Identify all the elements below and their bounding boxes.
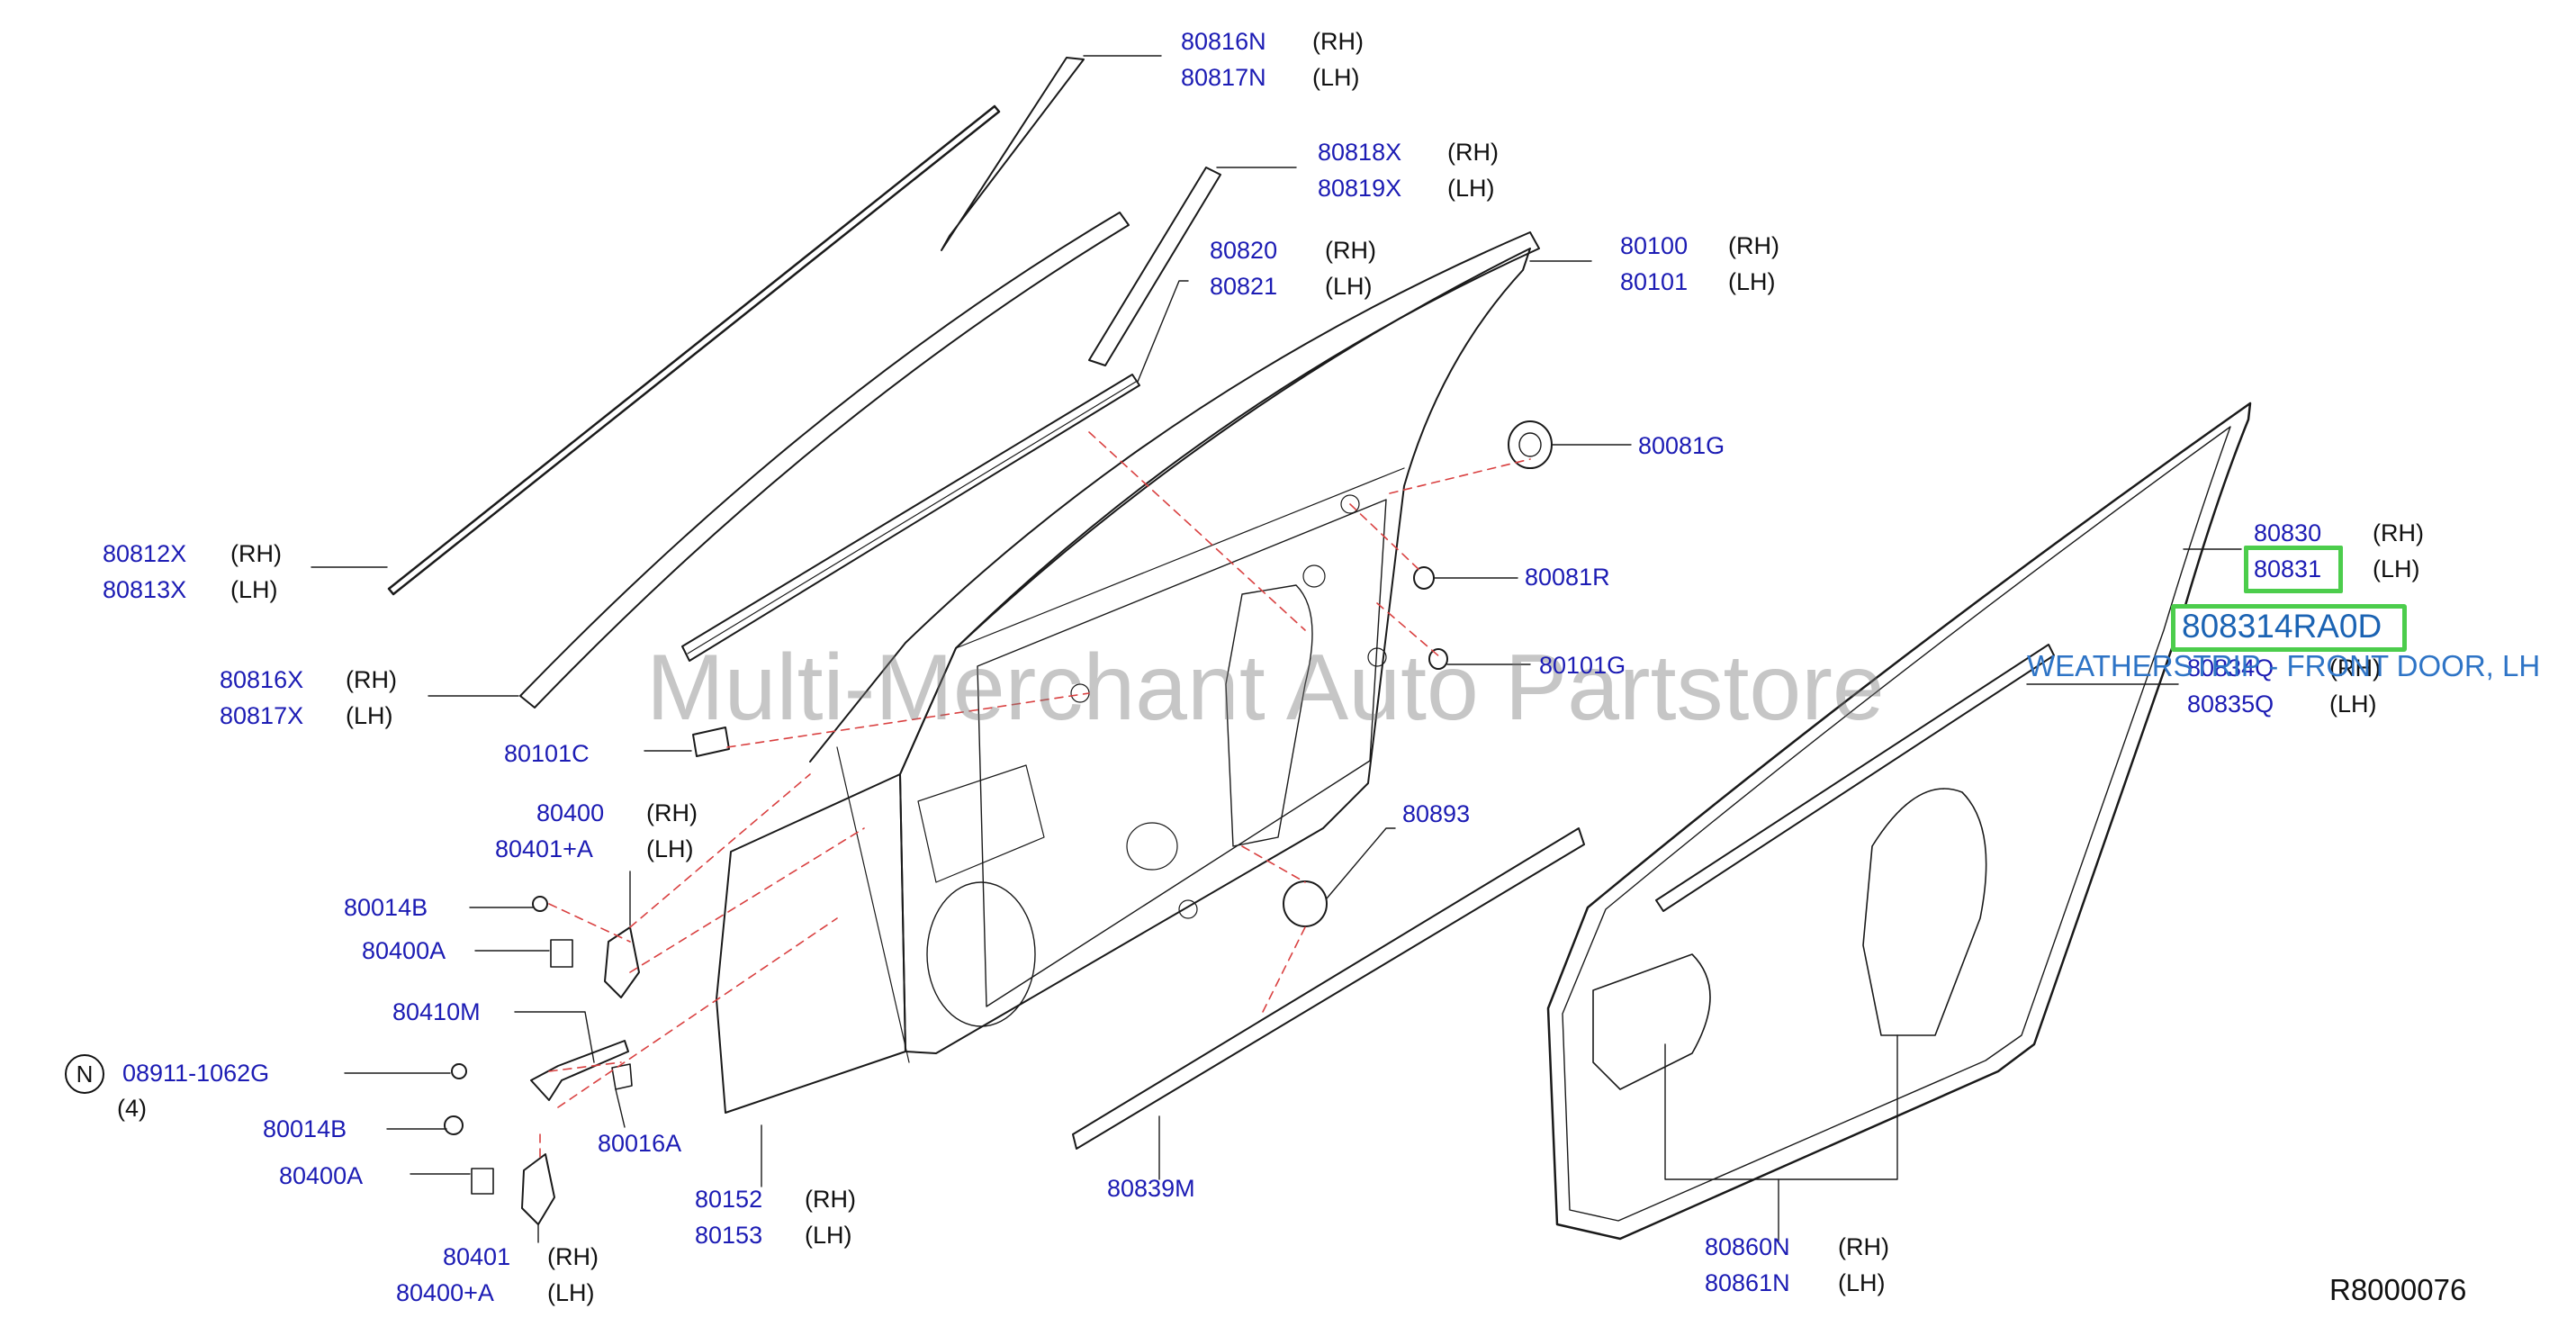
side-label-rh: (RH) — [2329, 654, 2381, 682]
highlight-part-number-box[interactable] — [2171, 604, 2407, 652]
part-number-80835q[interactable]: 80835Q — [2187, 691, 2274, 718]
part-number-80100[interactable]: 80100 — [1620, 232, 1689, 259]
pillar-trim-upper-part — [941, 57, 1085, 251]
side-label-rh: (RH) — [547, 1243, 599, 1270]
part-number-80839m[interactable]: 80839M — [1107, 1175, 1195, 1202]
sash-moulding-part — [519, 212, 1130, 709]
highlight-part-number[interactable]: 808314RA0D — [2182, 608, 2382, 645]
lower-hinge-part — [521, 1153, 555, 1225]
side-label-lh: (LH) — [1447, 175, 1495, 202]
part-number-80400[interactable]: 80400 — [536, 799, 605, 826]
part-number-80893[interactable]: 80893 — [1402, 800, 1471, 827]
quantity-label: (4) — [117, 1095, 147, 1122]
diagram-reference-code: R8000076 — [2329, 1273, 2467, 1306]
clip-part — [1428, 648, 1448, 670]
part-number-80812x[interactable]: 80812X — [103, 540, 187, 567]
part-number-80816x[interactable]: 80816X — [220, 666, 304, 693]
part-number-80860n[interactable]: 80860N — [1705, 1233, 1790, 1260]
sill-strip-part — [1072, 827, 1585, 1150]
side-label-lh: (LH) — [1325, 273, 1373, 300]
weatherstrip-part — [1546, 402, 2252, 1241]
grommet-part — [1508, 420, 1553, 469]
part-number-80830[interactable]: 80830 — [2254, 519, 2322, 546]
part-number-80400a[interactable]: 80400A — [362, 937, 446, 964]
hole-seal-part — [1283, 880, 1328, 927]
part-number-80813x[interactable]: 80813X — [103, 576, 187, 603]
part-number-80152[interactable]: 80152 — [695, 1186, 763, 1213]
trim-panel-part — [1592, 953, 1711, 1090]
part-number-80081r[interactable]: 80081R — [1525, 564, 1610, 591]
side-label-lh: (LH) — [1312, 64, 1360, 91]
highlight-part-name[interactable]: WEATHERSTRIP - FRONT DOOR, LH — [2027, 649, 2541, 682]
part-number-80834q[interactable]: 80834Q — [2187, 654, 2274, 682]
part-number-80101[interactable]: 80101 — [1620, 268, 1689, 295]
part-number-80817x[interactable]: 80817X — [220, 702, 304, 729]
part-number-80817n[interactable]: 80817N — [1181, 64, 1266, 91]
part-number-80400-a[interactable]: 80400+A — [396, 1279, 494, 1306]
side-label-lh: (LH) — [1838, 1269, 1886, 1296]
part-number-80861n[interactable]: 80861N — [1705, 1269, 1790, 1296]
side-label-lh: (LH) — [346, 702, 393, 729]
part-number-80153[interactable]: 80153 — [695, 1222, 763, 1249]
part-number-80401-a[interactable]: 80401+A — [495, 835, 593, 862]
part-number-80410m[interactable]: 80410M — [392, 998, 481, 1025]
side-label-rh: (RH) — [2373, 519, 2424, 546]
part-number-08911-1062g[interactable]: 08911-1062G — [122, 1060, 270, 1087]
upper-hinge-part — [604, 926, 640, 998]
part-number-80831[interactable]: 80831 — [2254, 555, 2322, 582]
part-number-80400a[interactable]: 80400A — [279, 1162, 364, 1189]
side-label-rh: (RH) — [1838, 1233, 1889, 1260]
part-number-80819x[interactable]: 80819X — [1318, 175, 1402, 202]
inner-weatherstrip-part — [1655, 644, 2055, 912]
part-number-80081g[interactable]: 80081G — [1638, 432, 1725, 459]
side-label-rh: (RH) — [646, 799, 698, 826]
part-number-80101g[interactable]: 80101G — [1539, 652, 1626, 679]
side-label-lh: (LH) — [2329, 691, 2377, 718]
part-number-80014b[interactable]: 80014B — [344, 894, 428, 921]
side-label-rh: (RH) — [1325, 237, 1376, 264]
door-shell-part — [716, 231, 1540, 1114]
part-number-80014b[interactable]: 80014B — [263, 1115, 347, 1142]
part-number-80816n[interactable]: 80816N — [1181, 28, 1266, 55]
side-label-rh: (RH) — [1312, 28, 1364, 55]
part-number-80101c[interactable]: 80101C — [504, 740, 590, 767]
part-number-80401[interactable]: 80401 — [443, 1243, 511, 1270]
plug-part — [1413, 566, 1435, 590]
side-label-lh: (LH) — [805, 1222, 852, 1249]
roof-moulding-part — [387, 104, 1001, 596]
side-label-rh: (RH) — [230, 540, 282, 567]
side-label-rh: (RH) — [805, 1186, 856, 1213]
pillar-cover-part — [1088, 167, 1221, 366]
part-number-80820[interactable]: 80820 — [1210, 237, 1278, 264]
check-link-part — [530, 1040, 629, 1101]
side-label-rh: (RH) — [1728, 232, 1779, 259]
belt-moulding-part — [681, 374, 1140, 662]
side-label-lh: (LH) — [547, 1279, 595, 1306]
side-label-lh: (LH) — [1728, 268, 1776, 295]
side-label-lh: (LH) — [2373, 555, 2420, 582]
note-n-symbol: N — [65, 1054, 104, 1094]
side-label-lh: (LH) — [230, 576, 278, 603]
side-label-rh: (RH) — [346, 666, 397, 693]
side-label-rh: (RH) — [1447, 139, 1499, 166]
side-label-lh: (LH) — [646, 835, 694, 862]
pad-part — [692, 727, 730, 757]
part-number-80821[interactable]: 80821 — [1210, 273, 1278, 300]
part-number-80818x[interactable]: 80818X — [1318, 139, 1402, 166]
part-number-80016a[interactable]: 80016A — [598, 1130, 682, 1157]
